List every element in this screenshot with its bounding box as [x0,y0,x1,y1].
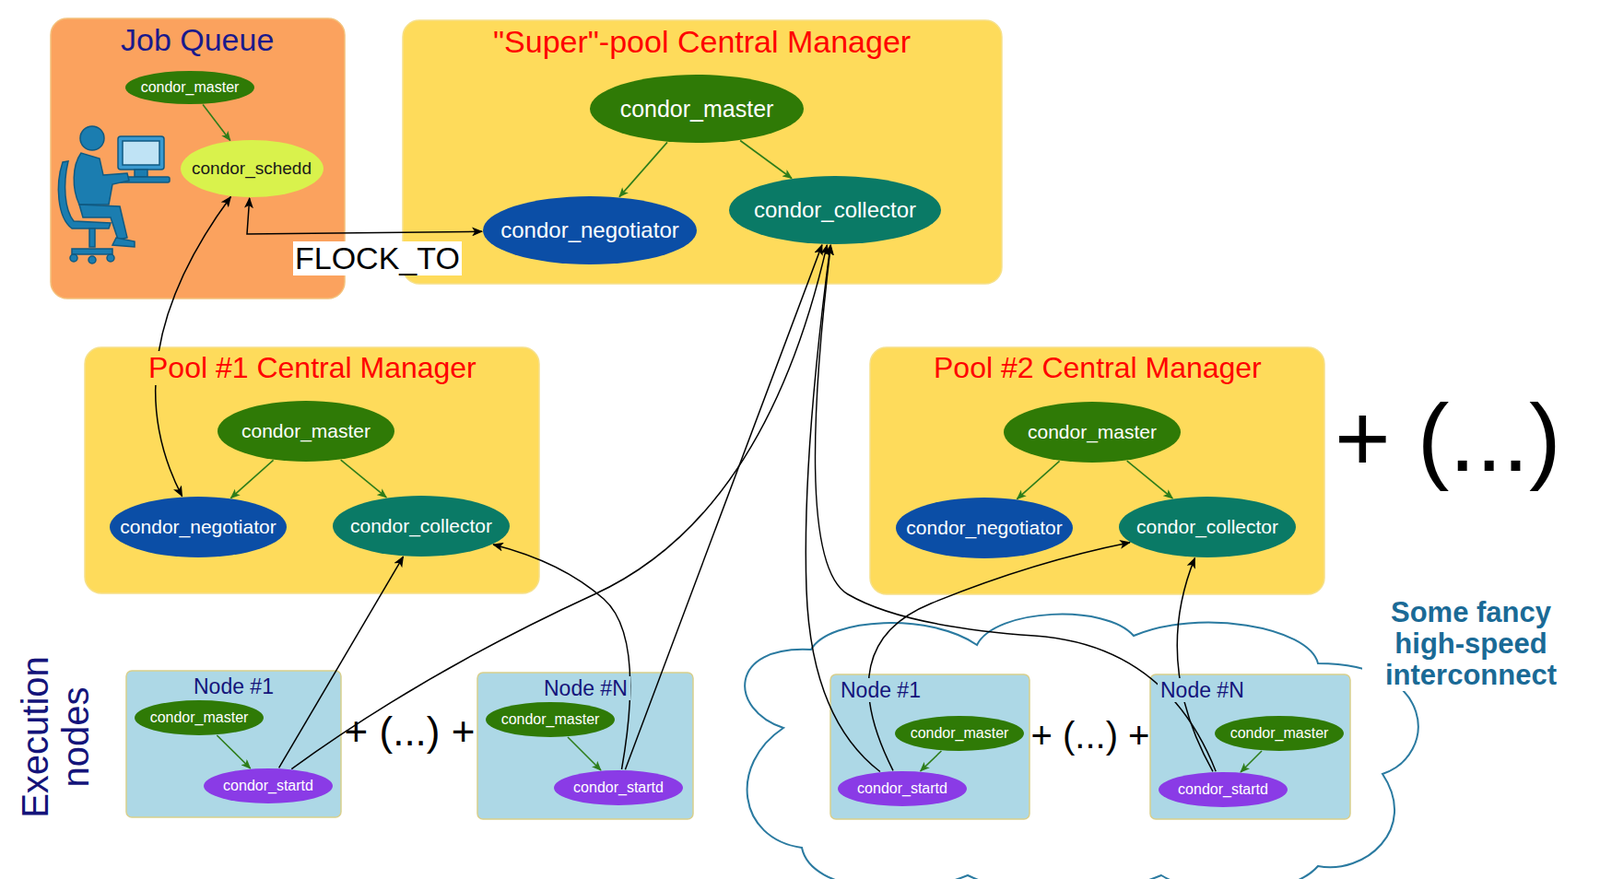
master-ellipse: condor_master [485,702,615,738]
spawn-arrow [341,459,388,498]
spawn-arrow [1240,751,1262,773]
spawn-arrow [567,737,601,771]
execution-node-box: Node #1 condor_master condor_startd [830,674,1030,820]
master-ellipse: condor_master [1003,401,1181,463]
box-fill [402,20,1002,284]
daemon-label: condor_master [620,95,775,123]
daemon-label: condor_master [910,725,1010,742]
ellipsis-label: + (...) [1334,385,1593,491]
daemon-label: condor_startd [573,779,664,797]
daemon-label: condor_master [501,711,600,729]
daemon-label: condor_negotiator [905,517,1062,540]
edge-label: FLOCK_TO [293,241,462,276]
ellipsis-label: + (...) + [1028,715,1153,756]
master-ellipse: condor_master [894,716,1024,752]
daemon-label: condor_negotiator [119,516,276,539]
box-title: Pool #2 Central Manager [930,351,1265,386]
daemon-label: condor_master [150,709,249,727]
daemon-label: condor_master [1027,421,1157,444]
spawn-arrow [230,459,273,498]
spawn-arrow [1016,460,1059,499]
connection-arrow [291,245,827,770]
central-manager-box: "Super"-pool Central Manager condor_maste… [402,20,1002,284]
box-fill [126,670,342,818]
daemon-ellipse: condor_negotiator [482,196,697,265]
connection-arrow [624,245,823,771]
execution-node-box: Node #1 condor_master condor_startd [126,670,342,818]
daemon-ellipse: condor_collector [332,495,510,557]
daemon-label: condor_negotiator [500,217,679,244]
daemon-ellipse: condor_collector [1118,496,1296,558]
master-ellipse: condor_master [589,74,804,143]
ellipsis-label: + (...) + [329,709,491,754]
central-manager-box: Pool #2 Central Manager condor_mastercond… [870,347,1325,595]
spawn-arrow [619,141,668,197]
startd-ellipse: condor_startd [837,771,967,807]
daemon-ellipse: condor_schedd [180,140,324,198]
startd-ellipse: condor_startd [1158,772,1288,808]
connection-arrow [155,197,232,497]
box-fill [84,347,540,594]
daemon-ellipse: condor_negotiator [895,497,1073,559]
connection-arrow [1176,558,1213,773]
spawn-arrow [740,141,792,179]
execution-node-box: Node #N condor_master condor_startd [1150,674,1351,820]
box-title: Node #N [541,676,631,701]
spawn-arrow [920,751,942,772]
box-title: Node #1 [190,674,277,699]
daemon-label: condor_collector [753,197,917,224]
section-label: Execution nodes [14,637,96,837]
box-fill [870,347,1325,595]
master-ellipse: condor_master [134,700,264,736]
box-fill [1150,674,1351,820]
daemon-label: condor_master [1230,725,1330,742]
interconnect-cloud [744,614,1419,879]
daemon-label: condor_master [241,420,371,443]
user-at-computer [58,126,170,264]
daemon-label: condor_collector [1136,516,1279,539]
daemon-ellipse: condor_collector [729,176,942,245]
daemon-label: condor_startd [1177,781,1269,799]
daemon-label: condor_collector [350,515,493,538]
central-manager-box: Pool #1 Central Manager condor_mastercond… [84,347,540,594]
spawn-arrow [1127,460,1174,499]
daemon-ellipse: condor_negotiator [109,496,287,558]
daemon-label: condor_schedd [191,158,312,179]
execution-node-box: Node #N condor_master condor_startd [477,672,694,820]
connection-arrow [247,198,483,235]
spawn-arrow [216,735,250,769]
master-ellipse: condor_master [217,400,395,462]
spawn-arrow [202,105,231,142]
startd-ellipse: condor_startd [553,770,683,806]
master-ellipse: condor_master [1214,716,1344,752]
daemon-label: condor_master [141,79,240,96]
box-fill [477,672,694,820]
startd-ellipse: condor_startd [203,768,333,804]
box-fill [830,674,1030,820]
daemon-label: condor_startd [223,777,314,795]
box-title: Job Queue [117,22,277,59]
box-title: Node #N [1157,678,1248,703]
note-label: Some fancy high-speed interconnect [1362,597,1580,692]
daemon-label: condor_startd [857,780,948,798]
master-ellipse: condor_master [125,70,255,105]
box-title: Node #1 [837,678,924,703]
box-title: Pool #1 Central Manager [145,351,480,386]
box-title: "Super"-pool Central Manager [490,23,914,60]
